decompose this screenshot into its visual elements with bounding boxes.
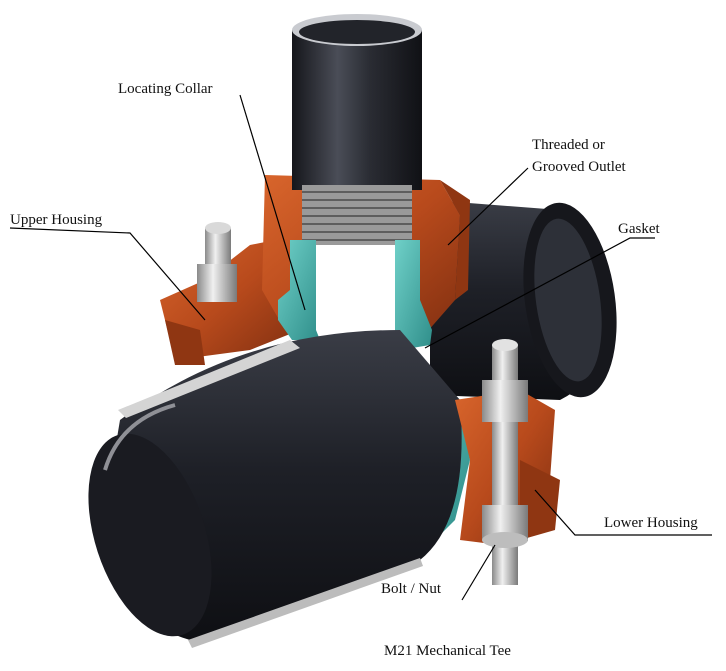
leader-gasket: [424, 237, 655, 349]
label-bolt-nut: Bolt / Nut: [381, 581, 442, 597]
label-threaded-outlet-line1: Threaded or: [532, 137, 605, 153]
label-upper-housing: Upper Housing: [10, 212, 103, 228]
leader-locating-collar: [239, 94, 306, 311]
leader-lower-housing: [534, 489, 712, 536]
figure-caption: M21 Mechanical Tee: [384, 643, 511, 659]
leader-bolt-nut: [461, 544, 496, 601]
upper-bolt-shape: [197, 222, 237, 302]
label-gasket: Gasket: [618, 221, 660, 237]
leader-upper-housing: [9, 227, 206, 321]
main-pipe-rear: [430, 200, 617, 400]
label-locating-collar: Locating Collar: [118, 81, 213, 97]
label-threaded-outlet-line2: Grooved Outlet: [532, 159, 626, 175]
lower-bolt-shape: [482, 339, 528, 585]
label-lower-housing: Lower Housing: [604, 515, 698, 531]
leader-threaded-outlet: [447, 167, 529, 246]
leader-lines: [9, 94, 712, 601]
outlet-pipe-shape: [292, 14, 422, 245]
main-pipe-front: [88, 330, 462, 648]
